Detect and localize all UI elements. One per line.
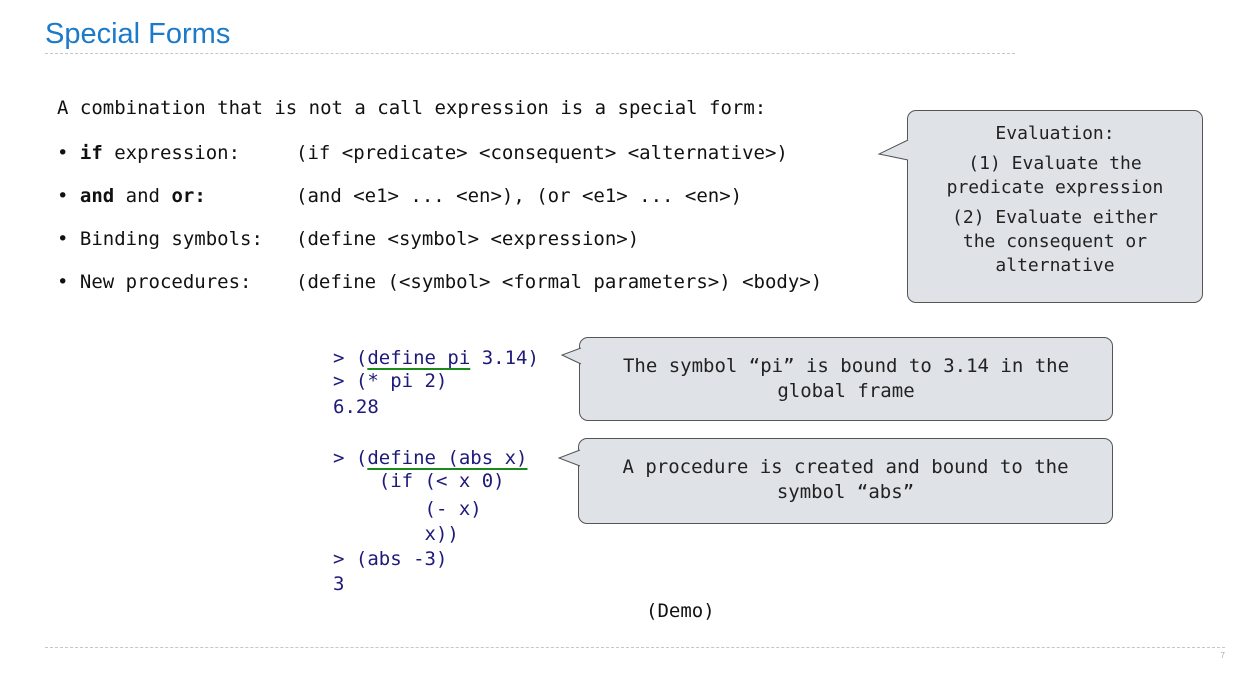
abs-callout-pointer bbox=[557, 449, 581, 467]
bullet-if-syntax: (if <predicate> <consequent> <alternativ… bbox=[296, 142, 788, 164]
bullet-procedures-syntax: (define (<symbol> <formal parameters>) <… bbox=[296, 271, 823, 293]
abs-callout-text: A procedure is created and bound to the … bbox=[579, 455, 1112, 505]
pi-callout-text: The symbol “pi” is bound to 3.14 in the … bbox=[580, 354, 1112, 404]
page-number: 7 bbox=[1220, 651, 1225, 660]
bullet-dot: • bbox=[57, 185, 69, 207]
code-line-result-628: 6.28 bbox=[333, 396, 379, 418]
code-line-mul-pi: > (* pi 2) bbox=[333, 370, 448, 392]
keyword-if: if bbox=[79, 142, 103, 164]
bullet-if: • if expression: (if <predicate> <conseq… bbox=[57, 142, 788, 208]
evaluation-step-2-line-1: (2) Evaluate either bbox=[952, 207, 1158, 228]
code-define-abs-underlined: define (abs x) bbox=[367, 447, 528, 469]
evaluation-step-2: (2) Evaluate either the consequent or al… bbox=[908, 206, 1202, 278]
evaluation-step-1-line-2: predicate expression bbox=[946, 177, 1164, 198]
pi-callout: The symbol “pi” is bound to 3.14 in the … bbox=[579, 337, 1113, 421]
code-prompt: > ( bbox=[333, 347, 368, 369]
bullet-binding: • Binding symbols: (define <symbol> <exp… bbox=[57, 228, 639, 294]
bullet-dot: • bbox=[57, 271, 69, 293]
code-line-x: x)) bbox=[333, 523, 459, 545]
slide-title: Special Forms bbox=[45, 18, 231, 50]
abs-callout: A procedure is created and bound to the … bbox=[578, 438, 1113, 524]
evaluation-callout-pointer bbox=[877, 139, 909, 161]
bullet-binding-text: Binding symbols: bbox=[79, 228, 263, 250]
bullet-procedures: • New procedures: (define (<symbol> <for… bbox=[57, 271, 822, 337]
code-line-abs-call: > (abs -3) bbox=[333, 548, 448, 570]
footer-divider bbox=[45, 647, 1225, 648]
demo-label: (Demo) bbox=[646, 600, 715, 622]
evaluation-step-1: (1) Evaluate the predicate expression bbox=[908, 152, 1202, 200]
keyword-or: or bbox=[171, 185, 195, 207]
intro-text: A combination that is not a call express… bbox=[57, 97, 767, 119]
bullet-if-label: • if expression: bbox=[57, 142, 240, 164]
title-divider bbox=[45, 53, 1015, 54]
evaluation-step-2-line-3: alternative bbox=[995, 255, 1115, 276]
bullet-if-rest: expression: bbox=[102, 142, 241, 164]
code-define-pi-rest: 3.14) bbox=[470, 347, 539, 369]
bullet-and-or-label: • and and or: bbox=[57, 185, 206, 207]
code-line-if: (if (< x 0) bbox=[333, 470, 505, 492]
code-define-pi-underlined: define pi bbox=[367, 347, 471, 369]
keyword-and: and bbox=[79, 185, 115, 207]
pi-callout-line-1: The symbol “pi” is bound to 3.14 in the bbox=[622, 355, 1070, 377]
code-line-neg-x: (- x) bbox=[333, 498, 482, 520]
bullet-dot: • bbox=[57, 228, 69, 250]
pi-callout-line-2: global frame bbox=[777, 380, 915, 402]
bullet-and-or-syntax: (and <e1> ... <en>), (or <e1> ... <en>) bbox=[296, 185, 743, 207]
code-line-define-pi: > (define pi 3.14) bbox=[333, 347, 539, 370]
bullet-dot: • bbox=[57, 142, 69, 164]
evaluation-step-2-line-2: the consequent or bbox=[962, 231, 1148, 252]
evaluation-callout: Evaluation: (1) Evaluate the predicate e… bbox=[907, 110, 1203, 303]
code-line-define-abs: > (define (abs x) bbox=[333, 447, 527, 470]
bullet-binding-syntax: (define <symbol> <expression>) bbox=[296, 228, 640, 250]
bullet-procedures-text: New procedures: bbox=[79, 271, 252, 293]
bullet-and-or: • and and or: (and <e1> ... <en>), (or <… bbox=[57, 185, 742, 251]
abs-callout-line-1: A procedure is created and bound to the bbox=[622, 456, 1069, 478]
pi-callout-pointer bbox=[560, 347, 582, 365]
evaluation-header: Evaluation: bbox=[995, 123, 1115, 144]
abs-callout-line-2: symbol “abs” bbox=[776, 481, 915, 503]
evaluation-step-1-line-1: (1) Evaluate the bbox=[968, 153, 1142, 174]
code-prompt: > ( bbox=[333, 447, 368, 469]
bullet-and-or-colon: : bbox=[194, 185, 206, 207]
bullet-binding-label: • Binding symbols: bbox=[57, 228, 263, 250]
bullet-procedures-label: • New procedures: bbox=[57, 271, 252, 293]
bullet-and-or-mid: and bbox=[114, 185, 172, 207]
code-line-result-3: 3 bbox=[333, 573, 345, 595]
